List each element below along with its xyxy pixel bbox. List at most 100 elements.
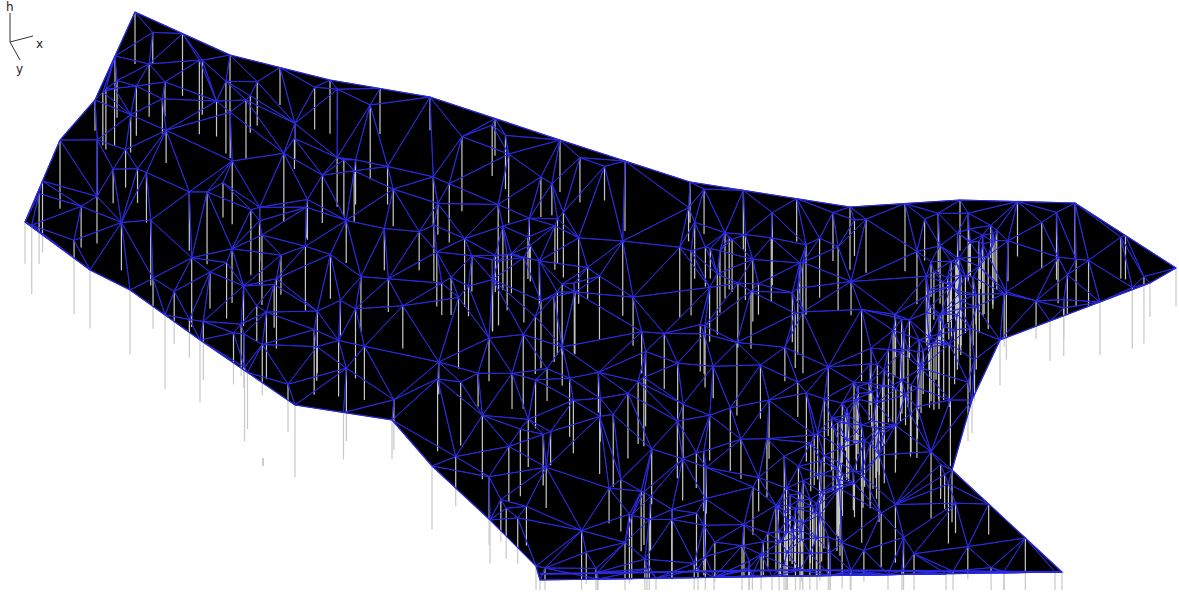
height-stem xyxy=(710,248,711,278)
mesh-triangle xyxy=(704,189,743,233)
mesh-triangle xyxy=(927,313,939,337)
stray-mark xyxy=(263,458,264,466)
height-stem xyxy=(528,419,529,467)
height-stem xyxy=(748,570,749,590)
mesh-triangle xyxy=(838,219,866,281)
height-stem xyxy=(845,415,846,450)
mesh-triangle xyxy=(869,383,882,389)
height-stem xyxy=(688,208,689,242)
mesh-triangle xyxy=(284,138,322,175)
mesh-triangle xyxy=(563,158,604,213)
height-stem xyxy=(901,571,902,590)
mesh-triangle xyxy=(700,287,709,325)
mesh-triangle xyxy=(557,212,578,238)
mesh-triangle xyxy=(959,242,981,258)
height-stem xyxy=(924,219,925,261)
mesh-triangle xyxy=(816,504,820,515)
height-stem xyxy=(546,369,547,401)
mesh-triangle xyxy=(902,319,910,334)
mesh-triangle xyxy=(781,532,796,542)
mesh-triangle xyxy=(847,432,865,441)
mesh-triangle xyxy=(795,531,801,540)
mesh-triangle xyxy=(536,531,582,568)
mesh-triangle xyxy=(917,246,940,262)
mesh-triangle xyxy=(976,293,1004,340)
height-stem xyxy=(1061,572,1062,590)
height-stem xyxy=(814,435,815,485)
mesh-triangle xyxy=(498,204,529,226)
height-stem xyxy=(703,189,704,234)
height-stem xyxy=(338,340,339,396)
mesh-triangle xyxy=(451,256,472,286)
height-stem xyxy=(842,543,843,589)
mesh-triangle xyxy=(969,225,991,235)
height-stem xyxy=(579,158,580,203)
height-stem xyxy=(999,340,1000,386)
height-stem xyxy=(938,334,939,399)
mesh-triangle xyxy=(758,263,799,293)
mesh-triangle xyxy=(906,395,917,414)
mesh-triangle xyxy=(573,398,600,416)
height-stem xyxy=(164,315,165,389)
height-stem xyxy=(954,330,955,384)
mesh-triangle xyxy=(451,277,468,297)
height-stem xyxy=(322,175,323,223)
mesh-triangle xyxy=(910,407,931,452)
mesh-triangle xyxy=(677,404,709,421)
mesh-triangle xyxy=(900,352,921,380)
mesh-triangle xyxy=(769,382,806,400)
mesh-triangle xyxy=(768,505,779,533)
mesh-triangle xyxy=(174,272,210,319)
mesh-triangle xyxy=(392,379,456,457)
mesh-triangle xyxy=(940,301,960,314)
mesh-triangle xyxy=(840,484,882,514)
mesh-triangle xyxy=(482,373,528,419)
height-stem xyxy=(649,520,650,590)
height-stem xyxy=(517,518,518,564)
mesh-triangle xyxy=(588,241,623,276)
height-stem xyxy=(857,386,858,454)
height-stem xyxy=(901,319,902,362)
height-stem xyxy=(535,317,536,374)
mesh-triangle xyxy=(968,202,1017,226)
mesh-triangle xyxy=(539,261,557,301)
mesh-triangle xyxy=(694,557,705,570)
mesh-triangle xyxy=(430,97,495,137)
mesh-triangle xyxy=(633,287,710,333)
mesh-triangle xyxy=(192,249,232,263)
mesh-triangle xyxy=(706,439,758,477)
height-stem xyxy=(245,100,246,159)
mesh-triangle xyxy=(940,294,960,314)
mesh-triangle xyxy=(356,279,403,309)
mesh-triangle xyxy=(280,68,315,124)
height-stem xyxy=(805,245,806,315)
height-stem xyxy=(24,222,25,264)
height-stem xyxy=(865,219,866,273)
mesh-triangle xyxy=(388,252,441,283)
mesh-triangle xyxy=(851,219,917,281)
mesh-triangle xyxy=(600,393,628,414)
surface-fill xyxy=(25,12,1176,580)
mesh-triangle xyxy=(248,344,288,384)
mesh-triangle xyxy=(678,363,714,404)
mesh-triangle xyxy=(651,459,683,510)
mesh-triangle xyxy=(941,465,952,475)
mesh-triangle xyxy=(638,377,683,404)
mesh-triangle xyxy=(166,130,232,192)
height-stem xyxy=(911,385,912,452)
mesh-triangle xyxy=(623,241,680,297)
height-stem xyxy=(436,252,437,307)
height-stem xyxy=(622,241,623,316)
mesh-triangle xyxy=(317,340,347,368)
mesh-triangle xyxy=(938,213,968,233)
height-stem xyxy=(134,12,135,64)
height-stem xyxy=(854,484,855,518)
mesh-triangle xyxy=(710,408,741,439)
mesh-triangle xyxy=(262,330,317,347)
mesh-triangle xyxy=(840,488,882,543)
height-stem xyxy=(869,444,870,509)
mesh-triangle xyxy=(824,448,841,463)
mesh-triangle xyxy=(165,60,217,101)
mesh-triangle xyxy=(801,531,817,540)
mesh-triangle xyxy=(200,321,233,340)
